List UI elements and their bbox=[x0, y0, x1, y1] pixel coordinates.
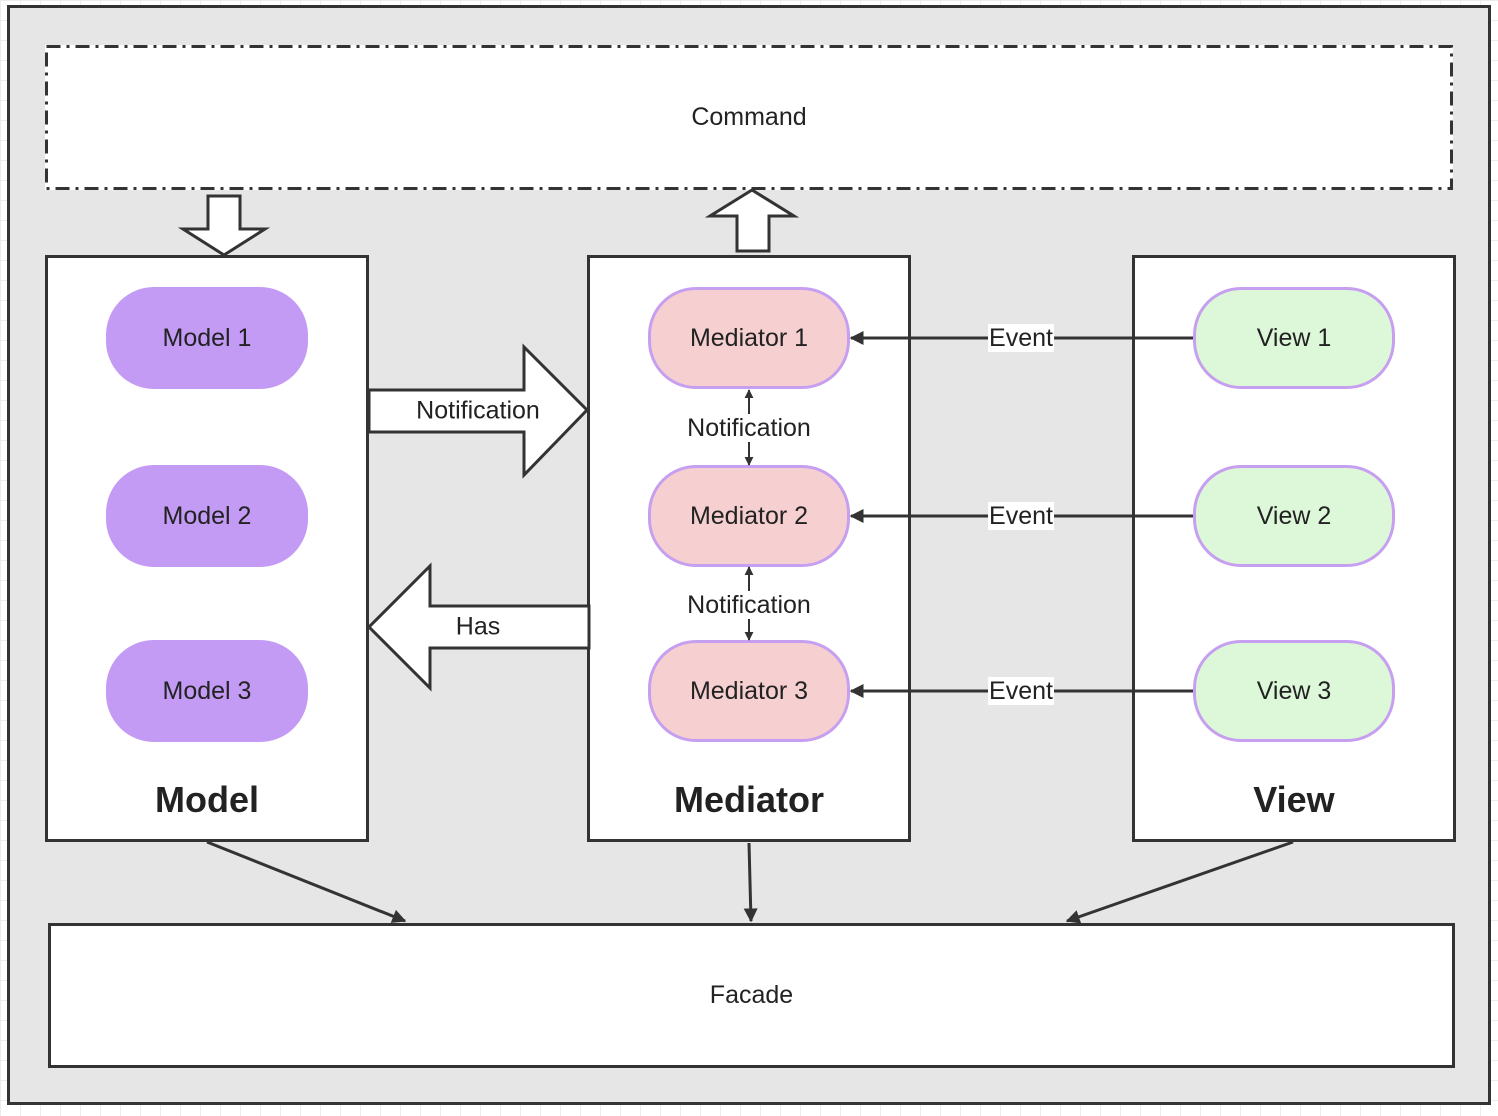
mediator-to-command-arrow bbox=[704, 188, 800, 253]
command-label: Command bbox=[691, 103, 807, 131]
view-2-label: View 2 bbox=[1256, 501, 1332, 530]
model-1-label: Model 1 bbox=[162, 323, 252, 352]
mediator-3-node[interactable]: Mediator 3 bbox=[648, 640, 850, 742]
model-2-node[interactable]: Model 2 bbox=[106, 465, 308, 567]
facade-label: Facade bbox=[709, 981, 794, 1009]
model-1-node[interactable]: Model 1 bbox=[106, 287, 308, 389]
mediator-1-node[interactable]: Mediator 1 bbox=[648, 287, 850, 389]
model-to-mediator-label: Notification bbox=[416, 396, 540, 425]
view-to-facade-connector bbox=[1065, 840, 1294, 924]
facade-box[interactable]: Facade bbox=[48, 923, 1455, 1068]
mediator-1-2-label: Notification bbox=[686, 414, 812, 442]
command-border bbox=[45, 45, 1453, 190]
event-label-2: Event bbox=[988, 502, 1054, 530]
mediator-to-model-arrow bbox=[366, 562, 591, 692]
view-3-label: View 3 bbox=[1256, 676, 1332, 705]
command-to-model-arrow bbox=[177, 194, 271, 257]
view-1-node[interactable]: View 1 bbox=[1193, 287, 1395, 389]
model-panel-title: Model bbox=[155, 779, 259, 820]
mediator-1-label: Mediator 1 bbox=[689, 323, 809, 352]
event-label-3: Event bbox=[988, 677, 1054, 705]
mediator-to-model-label: Has bbox=[455, 612, 501, 641]
mediator-2-node[interactable]: Mediator 2 bbox=[648, 465, 850, 567]
mediator-panel-title: Mediator bbox=[673, 779, 824, 820]
mediator-2-label: Mediator 2 bbox=[689, 501, 809, 530]
model-2-label: Model 2 bbox=[162, 501, 252, 530]
command-box[interactable]: Command bbox=[45, 45, 1453, 190]
mediator-2-3-label: Notification bbox=[686, 591, 812, 619]
view-panel-title: View bbox=[1253, 779, 1335, 820]
model-3-label: Model 3 bbox=[162, 676, 252, 705]
model-to-facade-connector bbox=[206, 840, 407, 923]
model-to-mediator-arrow bbox=[367, 343, 590, 479]
event-label-1: Event bbox=[988, 324, 1054, 352]
view-1-label: View 1 bbox=[1256, 323, 1332, 352]
view-2-node[interactable]: View 2 bbox=[1193, 465, 1395, 567]
mediator-3-label: Mediator 3 bbox=[689, 676, 809, 705]
model-3-node[interactable]: Model 3 bbox=[106, 640, 308, 742]
mediator-to-facade-connector bbox=[743, 842, 758, 923]
view-3-node[interactable]: View 3 bbox=[1193, 640, 1395, 742]
